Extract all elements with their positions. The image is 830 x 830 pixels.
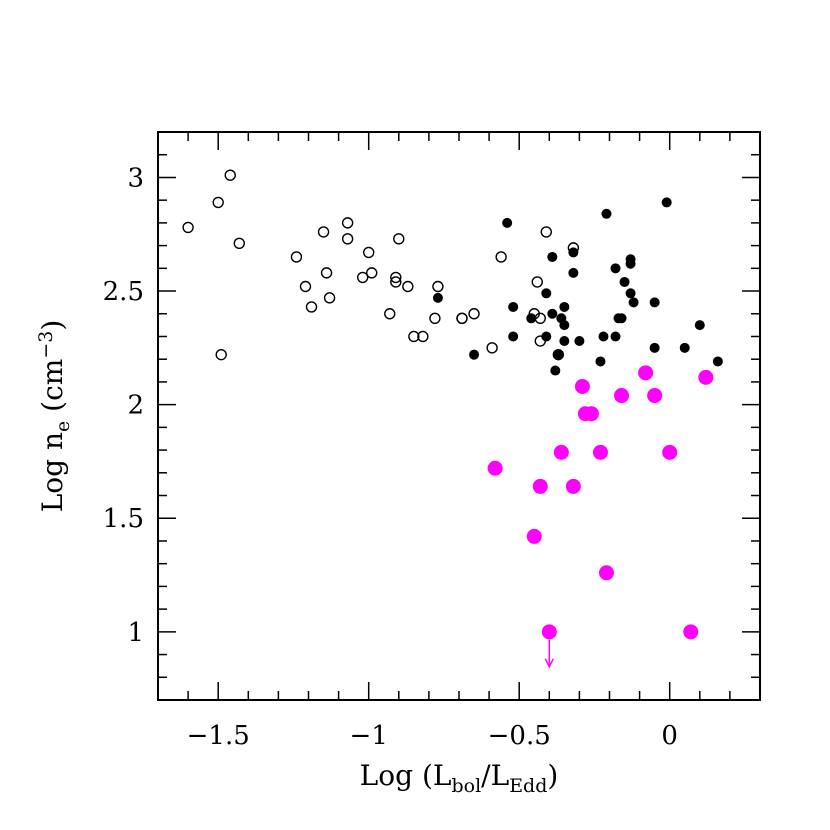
filled-circle-point (574, 336, 585, 347)
open-circle-point (384, 308, 396, 320)
open-circle-point (305, 301, 318, 313)
open-circle-point (290, 251, 303, 263)
open-circle-point (299, 280, 312, 293)
open-circle-point (390, 271, 402, 284)
magenta-point (526, 528, 542, 544)
filled-circle-point (679, 342, 690, 353)
open-circle-point (531, 276, 543, 288)
magenta-point (683, 624, 699, 640)
open-circle-point (540, 226, 552, 238)
magenta-point (598, 565, 614, 581)
filled-circle-point (547, 251, 558, 262)
filled-circle-point (502, 217, 513, 228)
filled-circle-point (541, 288, 552, 299)
axis-tick-labels: −1.5 −1 −0.5 0 1 1.5 2 2.5 3 (103, 163, 678, 751)
open-circle-point (408, 330, 420, 343)
filled-circle-point (547, 308, 558, 319)
x-tick-label: −1 (350, 721, 388, 751)
filled-circle-point (649, 297, 660, 308)
filled-circle-point (625, 288, 636, 299)
x-tick-label: −1.5 (187, 721, 250, 751)
open-circle-point (341, 217, 354, 229)
filled-circle-point (625, 258, 636, 269)
magenta-point (541, 624, 557, 640)
filled-circle-point (628, 297, 639, 308)
open-circle-point (456, 312, 468, 325)
filled-circle-point (508, 301, 519, 312)
magenta-point (583, 406, 599, 422)
y-tick-label: 1 (127, 618, 144, 648)
open-circle-point (341, 233, 354, 245)
magenta-point (553, 444, 569, 460)
open-circle-point (429, 312, 441, 325)
filled-circle-point (541, 331, 552, 342)
filled-circle-point (616, 313, 627, 324)
filled-circle-point (610, 263, 621, 274)
y-tick-label: 2 (127, 391, 144, 421)
open-circle-point (432, 280, 444, 293)
open-circle-point (212, 196, 224, 209)
filled-circle-point (568, 247, 579, 258)
filled-circle-point (649, 342, 660, 353)
open-circle-point (486, 342, 498, 354)
filled-circle-point (610, 331, 621, 342)
magenta-point (638, 365, 654, 381)
filled-circle-point (508, 331, 519, 342)
magenta-point (698, 369, 714, 385)
magenta-point (487, 460, 503, 476)
filled-circle-point (550, 365, 561, 376)
open-circle-point (363, 246, 375, 259)
filled-circle-point (694, 320, 705, 331)
filled-circle-point (619, 276, 630, 287)
filled-circle-point (559, 301, 570, 312)
open-circle-point (366, 267, 378, 279)
open-circle-point (468, 308, 480, 320)
open-circle-point (417, 330, 429, 343)
filled-circle-point (595, 356, 606, 367)
open-circle-point (323, 292, 336, 304)
filled-circle-point (712, 356, 723, 367)
open-circle-point (393, 233, 405, 245)
magenta-point (532, 478, 548, 494)
filled-circle-point (598, 331, 609, 342)
open-circle-point (356, 271, 369, 284)
open-circle-point (215, 348, 227, 361)
filled-circle-point (568, 267, 579, 278)
open-circle-point (320, 267, 333, 279)
y-axis-label: Log ne (cm−3) (35, 320, 74, 513)
filled-circle-point (559, 336, 570, 347)
open-circle-point (182, 221, 194, 234)
filled-circle-point (601, 208, 612, 219)
magenta-point (647, 388, 663, 404)
x-tick-label: 0 (661, 721, 678, 751)
filled-circle-point (526, 313, 537, 324)
magenta-point (592, 444, 608, 460)
open-circle-point (495, 251, 507, 263)
filled-circle-point (661, 197, 672, 208)
magenta-point (614, 388, 630, 404)
x-tick-label: −0.5 (488, 721, 551, 751)
upper-limit-arrow-head (544, 658, 554, 669)
filled-circle-point (559, 320, 570, 331)
filled-circle-point (469, 349, 480, 360)
x-axis-label: Log (Lbol/LEdd) (360, 759, 559, 797)
filled-circle-point (432, 292, 443, 303)
filled-circle-point (553, 349, 564, 360)
y-tick-label: 2.5 (103, 277, 144, 307)
open-circle-point (224, 169, 236, 181)
plot-frame (157, 131, 761, 701)
magenta-point (565, 478, 581, 494)
open-circle-point (402, 280, 414, 293)
data-points (182, 169, 723, 669)
open-circle-point (233, 237, 245, 250)
axis-ticks (157, 131, 761, 701)
magenta-point (662, 444, 678, 460)
y-tick-label: 1.5 (103, 504, 144, 534)
y-tick-label: 3 (127, 163, 144, 193)
magenta-point (574, 378, 590, 394)
open-circle-point (390, 276, 402, 288)
open-circle-point (317, 226, 330, 238)
